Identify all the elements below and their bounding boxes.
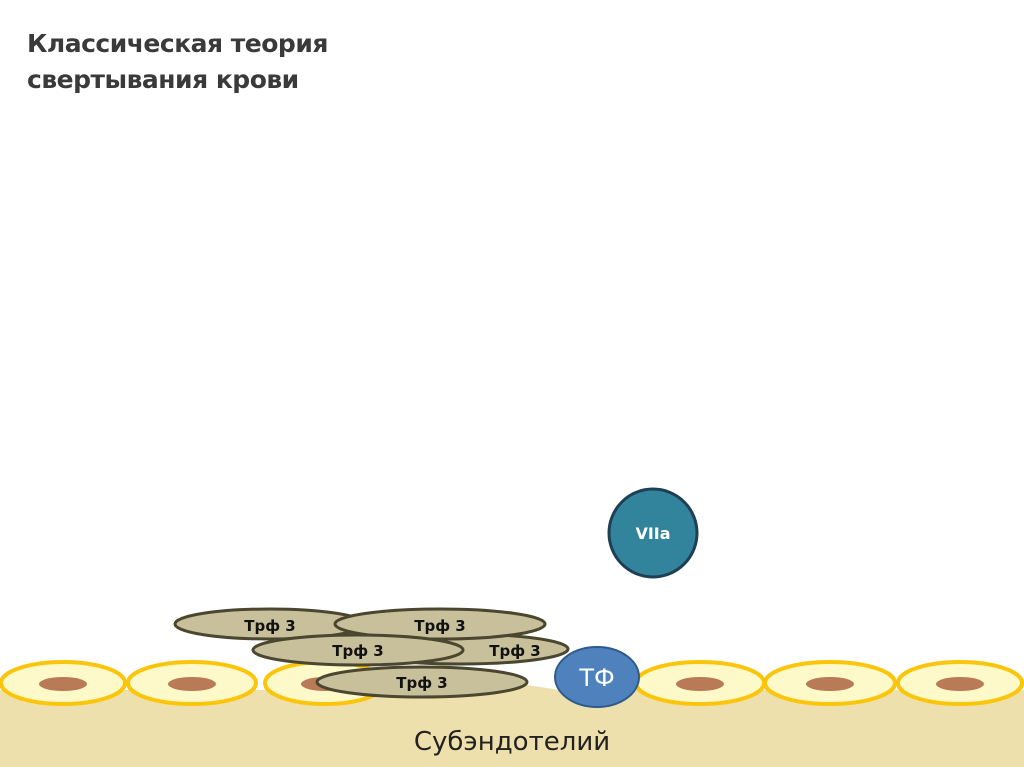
- cell-nucleus: [39, 677, 87, 691]
- cell-nucleus: [168, 677, 216, 691]
- platelet: Трф 3: [251, 633, 465, 667]
- platelet-label: Трф 3: [489, 642, 541, 660]
- endothelial-cell: [634, 660, 766, 706]
- endothelial-cell: [896, 660, 1024, 706]
- factor-viia: VIIa: [607, 487, 699, 579]
- subendothelium-label: Субэндотелий: [414, 727, 610, 757]
- tissue-factor: ТФ: [554, 646, 640, 708]
- viia-label: VIIa: [635, 524, 670, 543]
- tf-label: ТФ: [578, 664, 614, 692]
- endothelial-cell: [126, 660, 258, 706]
- platelet: Трф 3: [315, 665, 529, 699]
- platelet: Трф 3: [333, 607, 547, 641]
- cell-nucleus: [936, 677, 984, 691]
- slide-title: Классическая теория свертывания крови: [27, 26, 328, 98]
- platelet-label: Трф 3: [414, 617, 466, 635]
- endothelium: [0, 660, 1024, 706]
- cell-nucleus: [676, 677, 724, 691]
- title-line-2: свертывания крови: [27, 65, 299, 94]
- endothelial-cell: [0, 660, 127, 706]
- platelet-group: Трф 3 Трф 3 Трф 3 Трф 3 Трф 3: [173, 607, 570, 699]
- title-line-1: Классическая теория: [27, 29, 328, 58]
- cell-nucleus: [806, 677, 854, 691]
- endothelial-cell: [763, 660, 897, 706]
- platelet-label: Трф 3: [244, 617, 296, 635]
- platelet-label: Трф 3: [396, 674, 448, 692]
- platelet-label: Трф 3: [332, 642, 384, 660]
